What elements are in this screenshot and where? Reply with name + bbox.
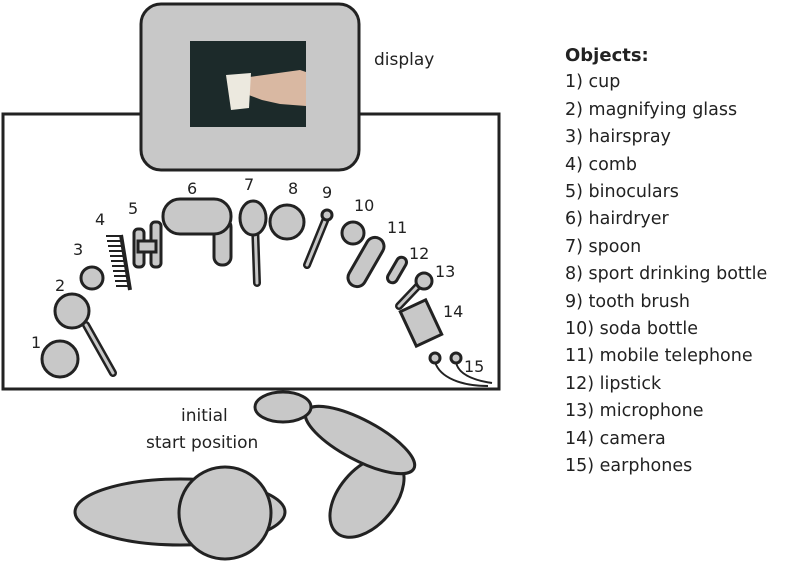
start-position-label-1: initial xyxy=(181,406,228,426)
object-number: 12 xyxy=(409,244,429,263)
spoon-object xyxy=(238,199,268,287)
object-number: 11 xyxy=(387,218,407,237)
sport-drinking-bottle-object xyxy=(268,203,306,241)
comb-object xyxy=(106,234,132,291)
magnifying-glass-object xyxy=(53,292,117,377)
lipstick-object xyxy=(386,255,408,285)
microphone-object xyxy=(395,271,434,310)
legend-title: Objects: xyxy=(565,45,649,66)
legend-item: 6) hairdryer xyxy=(565,209,669,230)
legend-item: 2) magnifying glass xyxy=(565,99,738,120)
object-number: 15 xyxy=(464,357,484,376)
objects-legend: Objects: 1) cup 2) magnifying glass 3) h… xyxy=(565,42,767,481)
object-number: 7 xyxy=(244,175,254,194)
object-number: 8 xyxy=(288,179,298,198)
hand-arm-image xyxy=(242,70,306,106)
object-number: 2 xyxy=(55,276,65,295)
tooth-brush-object xyxy=(303,208,334,269)
legend-item: 15) earphones xyxy=(565,456,693,477)
mobile-telephone-object xyxy=(346,235,386,289)
object-number: 14 xyxy=(443,302,463,321)
hairdryer-object xyxy=(161,197,233,267)
object-number: 13 xyxy=(435,262,455,281)
display-label: display xyxy=(374,50,434,70)
object-number: 6 xyxy=(187,179,197,198)
legend-item: 8) sport drinking bottle xyxy=(565,264,768,285)
legend-item: 7) spoon xyxy=(565,236,642,257)
legend-item: 12) lipstick xyxy=(565,373,662,394)
person-figure xyxy=(73,390,417,561)
object-number: 4 xyxy=(95,210,105,229)
earphones-object xyxy=(428,351,493,387)
hairspray-object xyxy=(79,265,105,291)
legend-item: 13) microphone xyxy=(565,401,704,422)
object-number: 9 xyxy=(322,183,332,202)
binoculars-object xyxy=(132,220,163,269)
legend-item: 14) camera xyxy=(565,428,666,449)
legend-item: 3) hairspray xyxy=(565,127,671,148)
start-position-label-2: start position xyxy=(146,433,258,453)
camera-object xyxy=(398,297,444,349)
legend-item: 11) mobile telephone xyxy=(565,346,753,367)
soda-bottle-object xyxy=(340,220,366,246)
object-number: 1 xyxy=(31,333,41,352)
object-number: 3 xyxy=(73,240,83,259)
cup-image xyxy=(226,73,251,110)
object-number: 5 xyxy=(128,199,138,218)
legend-item: 4) comb xyxy=(565,154,638,175)
legend-item: 5) binoculars xyxy=(565,182,679,203)
legend-item: 1) cup xyxy=(565,72,621,93)
object-number: 10 xyxy=(354,196,374,215)
legend-item: 9) tooth brush xyxy=(565,291,690,312)
cup-object xyxy=(40,339,80,379)
legend-item: 10) soda bottle xyxy=(565,319,699,340)
